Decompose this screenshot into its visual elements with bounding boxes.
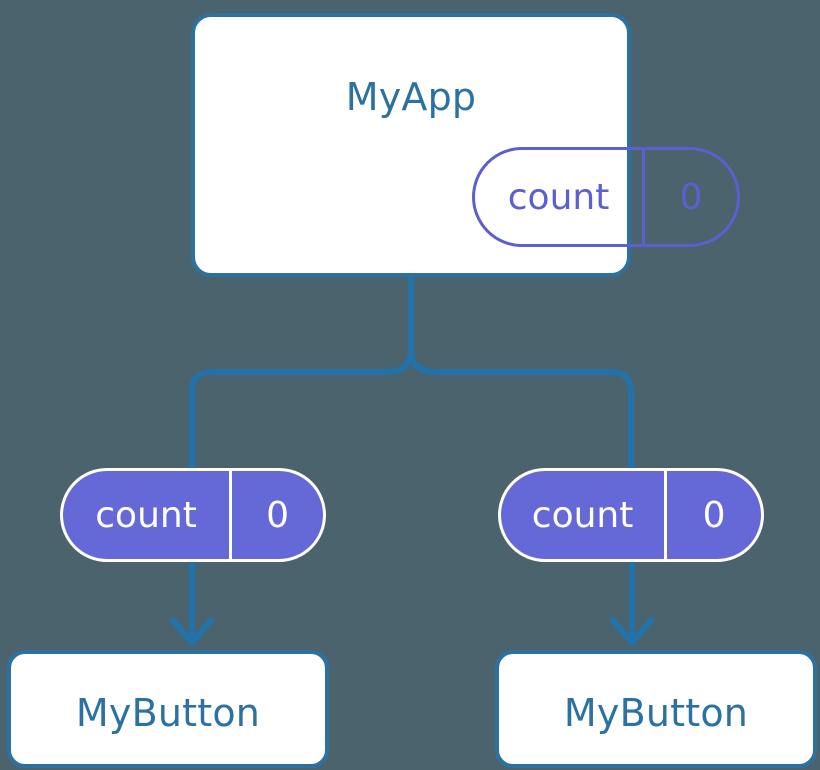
component-title-mybutton: MyButton: [563, 691, 749, 735]
props-pill-key: count: [501, 471, 668, 559]
props-pill-key: count: [63, 471, 233, 559]
branch-line-right: [408, 347, 634, 468]
component-node-mybutton-left[interactable]: MyButton: [7, 650, 329, 768]
props-pill-right[interactable]: count 0: [498, 468, 764, 562]
props-pill-value: 0: [266, 494, 290, 536]
component-node-myapp[interactable]: MyApp count 0: [191, 13, 740, 277]
state-pill-key: count: [475, 150, 646, 244]
props-pill-value: 0: [702, 494, 726, 536]
component-title-myapp: MyApp: [345, 75, 477, 119]
props-pill-left[interactable]: count 0: [60, 468, 326, 562]
component-node-mybutton-right[interactable]: MyButton: [495, 650, 817, 768]
props-arrow-right-head: [610, 617, 654, 646]
props-arrow-left-head: [170, 617, 214, 646]
state-pill-myapp[interactable]: count 0: [472, 147, 740, 247]
state-pill-value: 0: [679, 176, 703, 218]
branch-line-left: [189, 347, 414, 468]
component-title-mybutton: MyButton: [75, 691, 261, 735]
